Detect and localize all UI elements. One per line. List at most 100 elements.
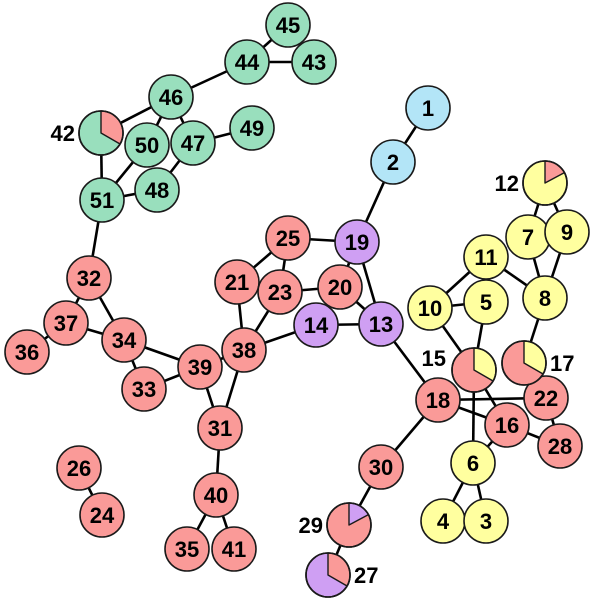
node-15[interactable]: 15	[422, 346, 497, 393]
node-label: 44	[235, 50, 260, 75]
node-31[interactable]: 31	[197, 405, 243, 451]
node-circle	[257, 269, 303, 315]
node-circle	[79, 177, 125, 223]
node-5[interactable]: 5	[463, 279, 509, 325]
node-label: 48	[145, 178, 169, 203]
node-label: 30	[369, 455, 393, 480]
node-label: 24	[90, 503, 115, 528]
node-20[interactable]: 20	[317, 264, 363, 310]
node-label: 14	[304, 313, 329, 338]
node-circle	[544, 209, 590, 255]
node-label: 32	[77, 266, 101, 291]
node-39[interactable]: 39	[177, 344, 223, 390]
node-label: 49	[240, 116, 264, 141]
node-label: 43	[302, 50, 326, 75]
node-36[interactable]: 36	[4, 329, 50, 375]
node-38[interactable]: 38	[221, 327, 267, 373]
node-circle	[463, 279, 509, 325]
node-2[interactable]: 2	[370, 139, 416, 185]
node-16[interactable]: 16	[484, 402, 530, 448]
node-44[interactable]: 44	[224, 39, 270, 85]
node-label: 36	[15, 340, 39, 365]
node-label: 41	[222, 537, 246, 562]
node-47[interactable]: 47	[170, 120, 216, 166]
node-25[interactable]: 25	[265, 215, 311, 261]
node-4[interactable]: 4	[420, 498, 466, 544]
node-23[interactable]: 23	[257, 269, 303, 315]
node-outline	[522, 160, 568, 206]
node-outline	[78, 110, 124, 156]
node-label: 37	[54, 311, 78, 336]
node-label: 18	[426, 388, 450, 413]
node-label: 7	[522, 225, 534, 250]
node-10[interactable]: 10	[407, 285, 453, 331]
node-label: 1	[422, 96, 434, 121]
node-circle	[229, 105, 275, 151]
node-outline	[501, 340, 547, 386]
node-circle	[265, 215, 311, 261]
node-30[interactable]: 30	[358, 444, 404, 490]
node-label: 29	[299, 513, 323, 538]
node-circle	[66, 255, 112, 301]
node-17[interactable]: 17	[501, 340, 574, 386]
node-18[interactable]: 18	[415, 377, 461, 423]
node-label: 38	[232, 338, 256, 363]
node-12[interactable]: 12	[495, 160, 568, 206]
node-8[interactable]: 8	[522, 275, 568, 321]
node-13[interactable]: 13	[358, 301, 404, 347]
node-34[interactable]: 34	[101, 317, 147, 363]
node-circle	[358, 444, 404, 490]
node-33[interactable]: 33	[121, 366, 167, 412]
node-circle	[221, 327, 267, 373]
node-3[interactable]: 3	[463, 498, 509, 544]
node-label: 4	[437, 509, 450, 534]
node-40[interactable]: 40	[193, 472, 239, 518]
node-48[interactable]: 48	[134, 167, 180, 213]
node-circle	[214, 259, 260, 305]
node-label: 11	[474, 245, 497, 270]
node-7[interactable]: 7	[505, 214, 551, 260]
node-29[interactable]: 29	[299, 502, 372, 548]
node-circle	[484, 402, 530, 448]
node-circle	[193, 472, 239, 518]
node-24[interactable]: 24	[79, 492, 125, 538]
node-32[interactable]: 32	[66, 255, 112, 301]
node-circle	[79, 492, 125, 538]
node-21[interactable]: 21	[214, 259, 260, 305]
node-37[interactable]: 37	[43, 300, 89, 346]
node-circle	[358, 301, 404, 347]
node-50[interactable]: 50	[124, 122, 170, 168]
node-26[interactable]: 26	[56, 445, 102, 491]
node-28[interactable]: 28	[537, 423, 583, 469]
node-circle	[407, 285, 453, 331]
node-1[interactable]: 1	[405, 85, 451, 131]
node-label: 9	[561, 220, 573, 245]
node-label: 35	[175, 537, 199, 562]
node-label: 42	[51, 121, 75, 146]
node-6[interactable]: 6	[450, 440, 496, 486]
node-49[interactable]: 49	[229, 105, 275, 151]
node-label: 22	[534, 386, 558, 411]
node-43[interactable]: 43	[291, 39, 337, 85]
node-circle	[291, 39, 337, 85]
node-circle	[450, 440, 496, 486]
node-41[interactable]: 41	[211, 526, 257, 572]
node-35[interactable]: 35	[164, 526, 210, 572]
node-label: 27	[354, 563, 378, 588]
node-circle	[415, 377, 461, 423]
node-11[interactable]: 11	[463, 234, 509, 280]
node-14[interactable]: 14	[293, 302, 339, 348]
node-45[interactable]: 45	[265, 2, 311, 48]
node-label: 10	[418, 296, 442, 321]
node-label: 13	[369, 312, 393, 337]
node-22[interactable]: 22	[523, 375, 569, 421]
node-46[interactable]: 46	[148, 74, 194, 120]
node-9[interactable]: 9	[544, 209, 590, 255]
node-19[interactable]: 19	[334, 219, 380, 265]
node-circle	[370, 139, 416, 185]
node-27[interactable]: 27	[305, 552, 378, 598]
node-51[interactable]: 51	[79, 177, 125, 223]
node-42[interactable]: 42	[51, 110, 124, 156]
node-circle	[56, 445, 102, 491]
